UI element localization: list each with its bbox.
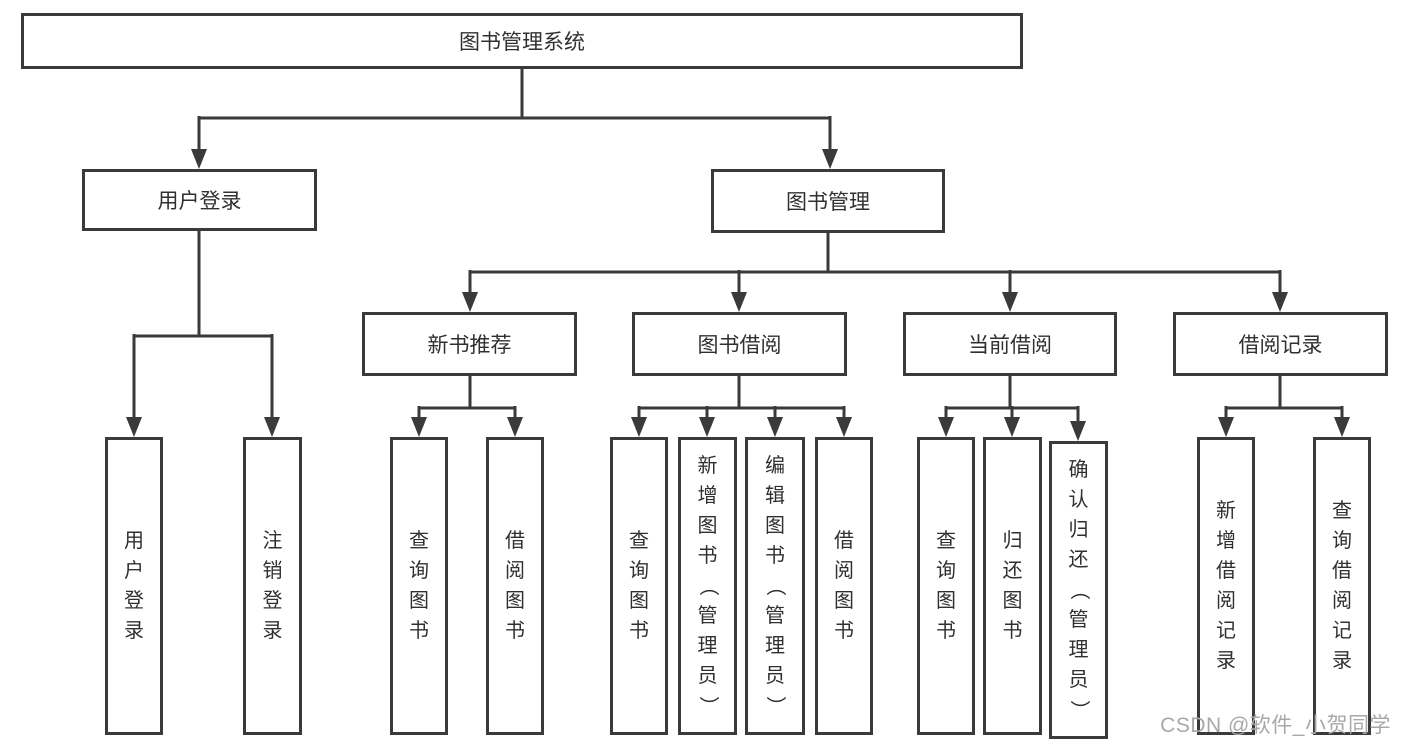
- leaf-query-books-current: 查询图书: [917, 437, 975, 735]
- node-label: 借阅记录: [1238, 334, 1323, 357]
- node-label: 新增图书（管理员）: [696, 455, 719, 716]
- leaf-return-books: 归还图书: [983, 437, 1042, 735]
- node-label: 注销登录: [262, 530, 283, 642]
- node-borrow-records: 借阅记录: [1173, 312, 1388, 376]
- leaf-query-borrow-record: 查询借阅记录: [1313, 437, 1371, 735]
- node-label: 用户登录: [157, 190, 242, 213]
- leaf-borrow-books: 借阅图书: [815, 437, 873, 735]
- node-label: 查询图书: [409, 530, 429, 642]
- node-label: 查询借阅记录: [1332, 500, 1352, 672]
- node-label: 编辑图书（管理员）: [764, 455, 786, 716]
- leaf-query-books-recommend: 查询图书: [390, 437, 448, 735]
- node-label: 借阅图书: [834, 530, 854, 642]
- node-label: 新书推荐: [427, 334, 512, 357]
- leaf-logout: 注销登录: [243, 437, 302, 735]
- node-label: 确认归还（管理员）: [1067, 459, 1090, 720]
- node-label: 当前借阅: [968, 334, 1052, 357]
- node-label: 新增借阅记录: [1216, 500, 1236, 672]
- node-label: 图书管理系统: [459, 31, 585, 54]
- leaf-query-books-borrowing: 查询图书: [610, 437, 668, 735]
- node-label: 借阅图书: [505, 530, 525, 642]
- node-label: 归还图书: [1002, 530, 1023, 642]
- node-label: 查询图书: [936, 530, 956, 642]
- leaf-edit-books-admin: 编辑图书（管理员）: [745, 437, 805, 735]
- node-book-management: 图书管理: [711, 169, 945, 233]
- node-label: 图书借阅: [697, 334, 782, 357]
- leaf-confirm-return-admin: 确认归还（管理员）: [1049, 441, 1108, 739]
- node-system-root: 图书管理系统: [21, 13, 1023, 69]
- node-current-borrowing: 当前借阅: [903, 312, 1117, 376]
- node-user-login: 用户登录: [82, 169, 317, 231]
- leaf-add-borrow-record: 新增借阅记录: [1197, 437, 1255, 735]
- node-label: 用户登录: [124, 530, 144, 642]
- csdn-watermark: CSDN @软件_小贺同学: [1160, 714, 1391, 737]
- leaf-user-login: 用户登录: [105, 437, 163, 735]
- node-book-borrowing: 图书借阅: [632, 312, 847, 376]
- node-label: 查询图书: [629, 530, 649, 642]
- node-new-book-recommend: 新书推荐: [362, 312, 577, 376]
- node-label: 图书管理: [786, 191, 870, 214]
- leaf-add-books-admin: 新增图书（管理员）: [678, 437, 737, 735]
- leaf-borrow-books-recommend: 借阅图书: [486, 437, 544, 735]
